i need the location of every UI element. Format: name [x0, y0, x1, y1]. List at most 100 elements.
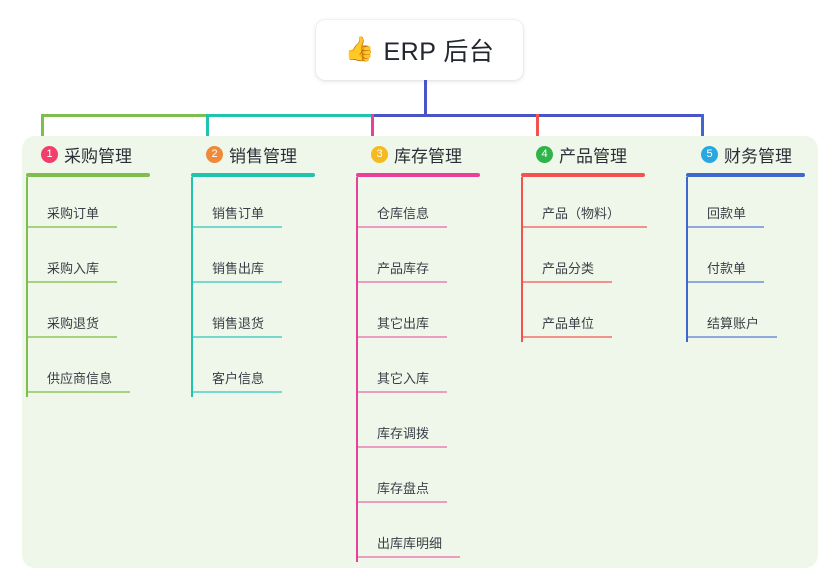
- branch-item[interactable]: 付款单: [686, 232, 805, 287]
- branch-item[interactable]: 产品（物料）: [521, 177, 647, 232]
- branch-item-rule: [193, 336, 282, 338]
- branch-item[interactable]: 库存调拨: [356, 397, 480, 452]
- branch-column-1: 1 采购管理采购订单采购入库采购退货供应商信息: [26, 142, 150, 397]
- branch-item[interactable]: 其它出库: [356, 287, 480, 342]
- branch-item-label: 销售退货: [212, 316, 265, 331]
- branch-item-label: 产品单位: [542, 316, 595, 331]
- branch-item[interactable]: 回款单: [686, 177, 805, 232]
- branch-title-3: 库存管理: [394, 146, 462, 166]
- branch-header-4[interactable]: 4 产品管理: [521, 142, 645, 166]
- branch-item[interactable]: 采购退货: [26, 287, 150, 342]
- branch-item-rule: [358, 391, 447, 393]
- branch-item-rule: [193, 391, 282, 393]
- root-title-card[interactable]: 👍 ERP 后台: [316, 20, 523, 80]
- branch-item-rule: [28, 391, 130, 393]
- bus-segment-2: [206, 114, 372, 117]
- branch-item-rule: [358, 501, 447, 503]
- branch-item-label: 产品库存: [377, 261, 430, 276]
- branch-spine-3: [356, 177, 358, 562]
- bus-segment-1: [41, 114, 207, 117]
- thumbs-up-icon: 👍: [344, 36, 375, 63]
- branch-item-label: 回款单: [707, 206, 747, 221]
- branches-panel: [22, 136, 818, 568]
- branch-item-rule: [358, 336, 447, 338]
- branch-item[interactable]: 仓库信息: [356, 177, 480, 232]
- branch-drop-3: [371, 114, 374, 147]
- branch-badge-2: 2: [206, 145, 223, 163]
- branch-item-label: 库存盘点: [377, 481, 430, 496]
- branch-header-1[interactable]: 1 采购管理: [26, 142, 150, 166]
- branch-item-label: 客户信息: [212, 371, 265, 386]
- branch-item-rule: [358, 281, 447, 283]
- branch-items-5: 回款单付款单结算账户: [686, 177, 805, 342]
- root-title-label: ERP 后台: [383, 38, 495, 66]
- branch-badge-5: 5: [701, 145, 718, 163]
- branch-item[interactable]: 产品库存: [356, 232, 480, 287]
- branch-spine-4: [521, 177, 523, 342]
- branch-header-5[interactable]: 5 财务管理: [686, 142, 805, 166]
- branch-header-rule-3: [356, 173, 480, 177]
- branch-item-rule: [28, 336, 117, 338]
- branch-item-label: 产品（物料）: [542, 206, 621, 221]
- branch-item[interactable]: 出库库明细: [356, 507, 480, 562]
- branch-items-4: 产品（物料） 产品分类产品单位: [521, 177, 647, 342]
- branch-header-rule-4: [521, 173, 645, 177]
- branch-drop-1: [41, 114, 44, 147]
- branch-items-3: 仓库信息产品库存其它出库其它入库库存调拨库存盘点出库库明细: [356, 177, 480, 562]
- branch-item-label: 采购退货: [47, 316, 100, 331]
- branch-item-label: 产品分类: [542, 261, 595, 276]
- branch-badge-1: 1: [41, 145, 58, 163]
- branch-item-label: 付款单: [707, 261, 747, 276]
- branch-items-2: 销售订单销售出库销售退货客户信息: [191, 177, 315, 397]
- branch-drop-2: [206, 114, 209, 147]
- branch-item-label: 其它入库: [377, 371, 430, 386]
- branch-title-2: 销售管理: [229, 146, 297, 166]
- branch-item[interactable]: 销售退货: [191, 287, 315, 342]
- branch-header-rule-5: [686, 173, 805, 177]
- branch-item[interactable]: 结算账户: [686, 287, 805, 342]
- branch-title-4: 产品管理: [559, 146, 627, 166]
- branch-drop-5: [701, 114, 704, 147]
- branch-item-label: 出库库明细: [377, 536, 443, 551]
- branch-item-label: 其它出库: [377, 316, 430, 331]
- branch-item-rule: [358, 226, 447, 228]
- branch-spine-2: [191, 177, 193, 397]
- branch-item[interactable]: 产品分类: [521, 232, 645, 287]
- branch-item-rule: [523, 281, 612, 283]
- branch-item-rule: [523, 226, 647, 228]
- branch-item-rule: [28, 281, 117, 283]
- branch-item[interactable]: 库存盘点: [356, 452, 480, 507]
- branch-drop-4: [536, 114, 539, 147]
- branch-item[interactable]: 销售出库: [191, 232, 315, 287]
- branch-items-1: 采购订单采购入库采购退货供应商信息: [26, 177, 150, 397]
- branch-item-rule: [688, 281, 764, 283]
- branch-header-rule-2: [191, 173, 315, 177]
- branch-title-5: 财务管理: [724, 146, 792, 166]
- branch-header-2[interactable]: 2 销售管理: [191, 142, 315, 166]
- branch-badge-3: 3: [371, 145, 388, 163]
- branch-item[interactable]: 销售订单: [191, 177, 315, 232]
- branch-item-rule: [523, 336, 612, 338]
- branch-item[interactable]: 客户信息: [191, 342, 315, 397]
- branch-item-rule: [358, 556, 460, 558]
- branch-item-label: 仓库信息: [377, 206, 430, 221]
- branch-header-3[interactable]: 3 库存管理: [356, 142, 480, 166]
- branch-item-label: 供应商信息: [47, 371, 113, 386]
- branch-item-label: 采购入库: [47, 261, 100, 276]
- root-stem-line: [424, 80, 427, 115]
- branch-title-1: 采购管理: [64, 146, 132, 166]
- branch-item[interactable]: 采购入库: [26, 232, 150, 287]
- branch-spine-5: [686, 177, 688, 342]
- branch-item-rule: [193, 281, 282, 283]
- branch-item[interactable]: 产品单位: [521, 287, 645, 342]
- branch-item-rule: [28, 226, 117, 228]
- branch-column-3: 3 库存管理仓库信息产品库存其它出库其它入库库存调拨库存盘点出库库明细: [356, 142, 480, 562]
- branch-badge-4: 4: [536, 145, 553, 163]
- branch-item[interactable]: 采购订单: [26, 177, 150, 232]
- branch-column-5: 5 财务管理回款单付款单结算账户: [686, 142, 805, 342]
- branch-item-label: 库存调拨: [377, 426, 430, 441]
- branch-item[interactable]: 供应商信息: [26, 342, 150, 397]
- branch-item-label: 采购订单: [47, 206, 100, 221]
- branch-item[interactable]: 其它入库: [356, 342, 480, 397]
- branch-item-rule: [358, 446, 447, 448]
